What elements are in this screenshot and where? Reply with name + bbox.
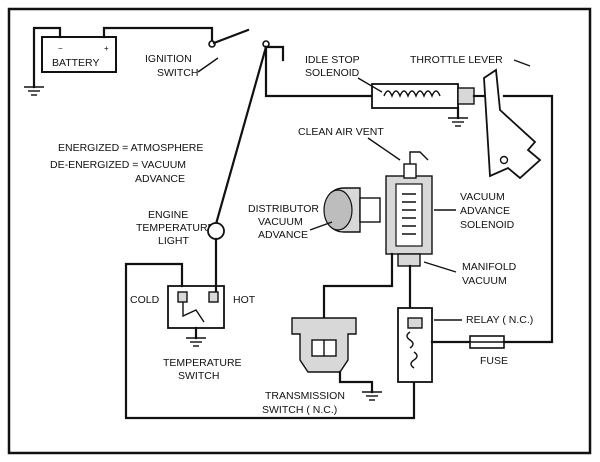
engine-temp-label-line1: ENGINE <box>148 209 188 221</box>
battery-ground-symbol <box>24 86 44 96</box>
vas-label-line1: VACUUM <box>460 191 505 203</box>
distributor-vacuum-advance <box>323 187 381 233</box>
idle-stop-solenoid <box>371 83 486 109</box>
transmission-switch <box>291 317 374 394</box>
temp-switch-ground-symbol <box>186 337 206 347</box>
trans-switch-label-line2: SWITCH ( N.C.) <box>262 404 337 416</box>
throttle-lever-label: THROTTLE LEVER <box>410 54 503 66</box>
vacuum-advance-solenoid <box>385 151 433 267</box>
ignition-label-line1: IGNITION <box>145 53 192 65</box>
legend-advance: ADVANCE <box>135 173 185 185</box>
vas-label-line3: SOLENOID <box>460 219 515 231</box>
diagram-frame <box>7 7 592 455</box>
battery-negative-terminal: − <box>58 44 63 53</box>
idle-stop-label-line2: SOLENOID <box>305 67 360 79</box>
trans-switch-label-line1: TRANSMISSION <box>265 390 345 402</box>
idle-stop-label-line1: IDLE STOP <box>305 54 360 66</box>
engine-temperature-light <box>207 222 225 240</box>
dist-label-line1: DISTRIBUTOR <box>248 203 319 215</box>
manifold-label-line2: VACUUM <box>462 275 507 287</box>
legend-energized: ENERGIZED = ATMOSPHERE <box>58 142 203 154</box>
fuse <box>469 335 505 349</box>
engine-temp-label-line3: LIGHT <box>158 235 190 247</box>
trans-switch-ground-symbol <box>362 391 382 401</box>
relay-label: RELAY ( N.C.) <box>466 314 533 326</box>
clean-air-vent-label: CLEAN AIR VENT <box>298 126 384 138</box>
engine-temp-label-line2: TEMPERATURE <box>136 222 215 234</box>
battery: BATTERY − + <box>41 36 117 73</box>
ignition-switch <box>208 28 270 48</box>
vas-label-line2: ADVANCE <box>460 205 510 217</box>
hot-label: HOT <box>233 294 256 306</box>
temp-switch-label-line2: SWITCH <box>178 370 219 382</box>
solenoid-ground-symbol <box>448 117 468 127</box>
cold-label: COLD <box>130 294 160 306</box>
ignition-label-line2: SWITCH <box>157 67 198 79</box>
throttle-lever <box>483 68 542 180</box>
temp-switch-label-line1: TEMPERATURE <box>163 357 242 369</box>
battery-positive-terminal: + <box>104 44 109 53</box>
relay <box>397 307 433 383</box>
manifold-label-line1: MANIFOLD <box>462 261 517 273</box>
dist-label-line2: VACUUM <box>258 216 303 228</box>
dist-label-line3: ADVANCE <box>258 229 308 241</box>
temperature-switch <box>167 285 225 340</box>
battery-label: BATTERY <box>52 57 99 69</box>
fuse-label: FUSE <box>480 355 508 367</box>
legend-deenergized: DE-ENERGIZED = VACUUM <box>50 159 186 171</box>
